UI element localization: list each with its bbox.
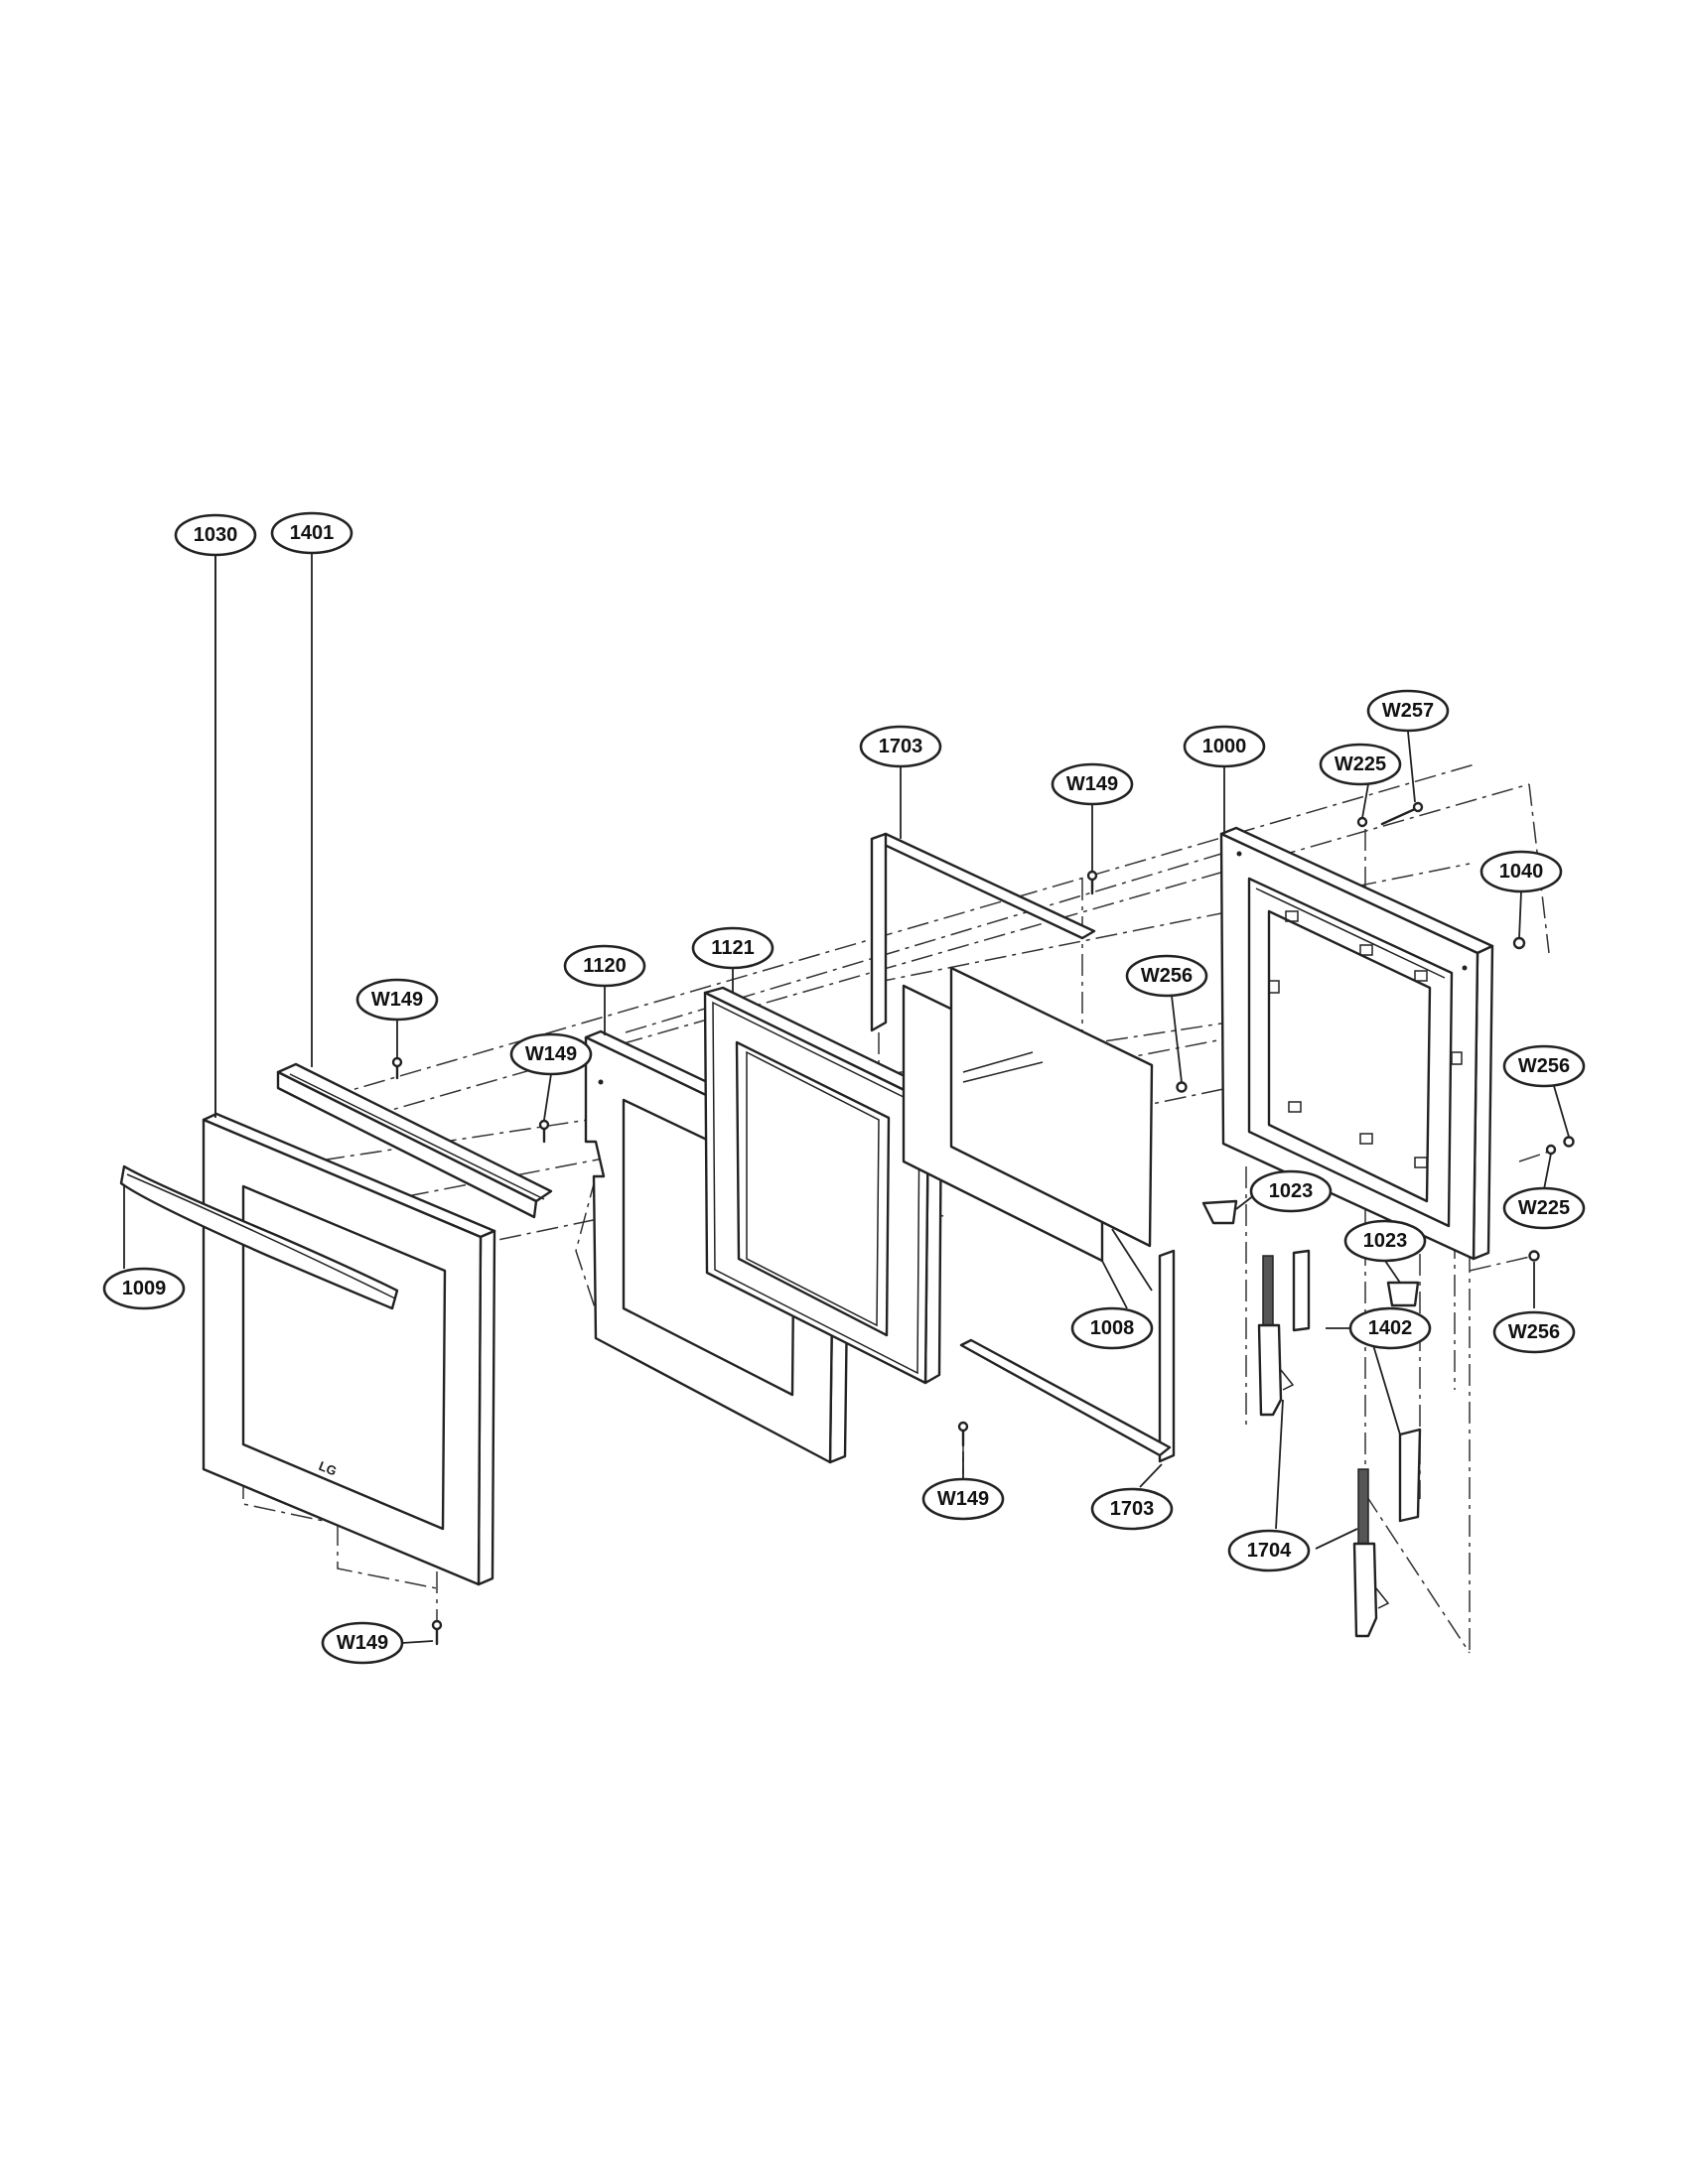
callout-1040: 1040 [1479,850,1563,893]
svg-text:1023: 1023 [1363,1230,1408,1252]
leader-lines [123,553,1570,1644]
svg-text:W256: W256 [1518,1055,1570,1077]
screw-w225-top [1356,816,1368,828]
callout-w225-top: W225 [1319,743,1402,786]
callout-1703-bottom: 1703 [1090,1487,1174,1531]
door-glass-panes [902,966,1154,1263]
glass-spacer-top [870,832,1096,1032]
svg-text:W257: W257 [1382,700,1434,722]
outer-door-panel: LG [202,1112,496,1586]
svg-text:1008: 1008 [1090,1317,1135,1339]
callout-1009: 1009 [102,1267,186,1310]
callout-w256-low: W256 [1492,1310,1576,1354]
callout-w256-right: W256 [1502,1044,1586,1088]
screw-w256-right [1563,1136,1575,1148]
glass-spacer-bottom [959,1249,1176,1463]
screw-w149-top [1086,870,1098,895]
svg-text:W256: W256 [1508,1321,1560,1343]
svg-text:W149: W149 [1066,773,1118,795]
svg-text:1120: 1120 [583,955,626,977]
callout-1401: 1401 [270,511,353,555]
screw-w149-mid [538,1119,550,1144]
svg-text:W149: W149 [337,1632,388,1654]
door-hinges [1257,1255,1390,1638]
callout-w257: W257 [1366,689,1450,733]
callout-1120: 1120 [563,944,646,988]
screw-w256-mid [1176,1081,1188,1093]
svg-text:1000: 1000 [1202,736,1247,757]
callout-w149-bottom-mid: W149 [921,1477,1005,1521]
callout-w225-right: W225 [1502,1186,1586,1230]
inner-door-liner [1219,826,1494,1261]
screw-w149-bottom-mid [957,1421,969,1447]
door-logo: LG [317,1458,339,1479]
svg-text:1009: 1009 [122,1278,167,1299]
hinge-covers [1292,1249,1422,1523]
top-vent-trim [276,1062,553,1219]
svg-text:1402: 1402 [1368,1317,1413,1339]
door-stoppers [1201,1199,1420,1307]
callout-1402: 1402 [1348,1306,1432,1350]
callout-1703-top: 1703 [859,725,942,768]
svg-text:1023: 1023 [1269,1180,1314,1202]
callout-1121: 1121 [691,926,774,970]
svg-text:W256: W256 [1141,965,1193,987]
screws [391,801,1575,1646]
callout-1023-a: 1023 [1249,1169,1333,1213]
svg-text:1703: 1703 [1110,1498,1155,1520]
svg-text:1030: 1030 [194,524,238,546]
svg-text:1704: 1704 [1247,1540,1292,1562]
callouts: 1703 W149 1000 W225 W257 1040 1120 1121 … [102,511,1586,1665]
svg-text:1401: 1401 [290,522,335,544]
screw-1040 [1512,936,1526,950]
callout-1030: 1030 [174,513,257,557]
svg-text:1703: 1703 [879,736,923,757]
callout-w149-left: W149 [355,978,439,1022]
screw-w256-low [1528,1250,1540,1262]
svg-text:W225: W225 [1518,1197,1570,1219]
screw-w149-left [391,1056,403,1080]
svg-text:1040: 1040 [1499,861,1544,883]
svg-text:W149: W149 [937,1488,989,1510]
callout-1704: 1704 [1227,1529,1311,1572]
svg-text:W225: W225 [1335,753,1386,775]
callout-1000: 1000 [1183,725,1266,768]
callout-w149-mid: W149 [509,1032,593,1076]
callout-w149-top: W149 [1051,762,1134,806]
screw-w225-right [1545,1144,1557,1156]
svg-text:1121: 1121 [711,937,754,959]
svg-text:W149: W149 [525,1043,577,1065]
callout-1023-b: 1023 [1343,1219,1427,1263]
screw-w257 [1380,801,1424,826]
callout-w256-mid: W256 [1125,954,1208,998]
callout-w149-bottom-left: W149 [321,1621,404,1665]
callout-1008: 1008 [1070,1306,1154,1350]
screw-w149-bottom-left [431,1619,443,1646]
door-handle [119,1164,399,1310]
svg-text:W149: W149 [371,989,423,1011]
